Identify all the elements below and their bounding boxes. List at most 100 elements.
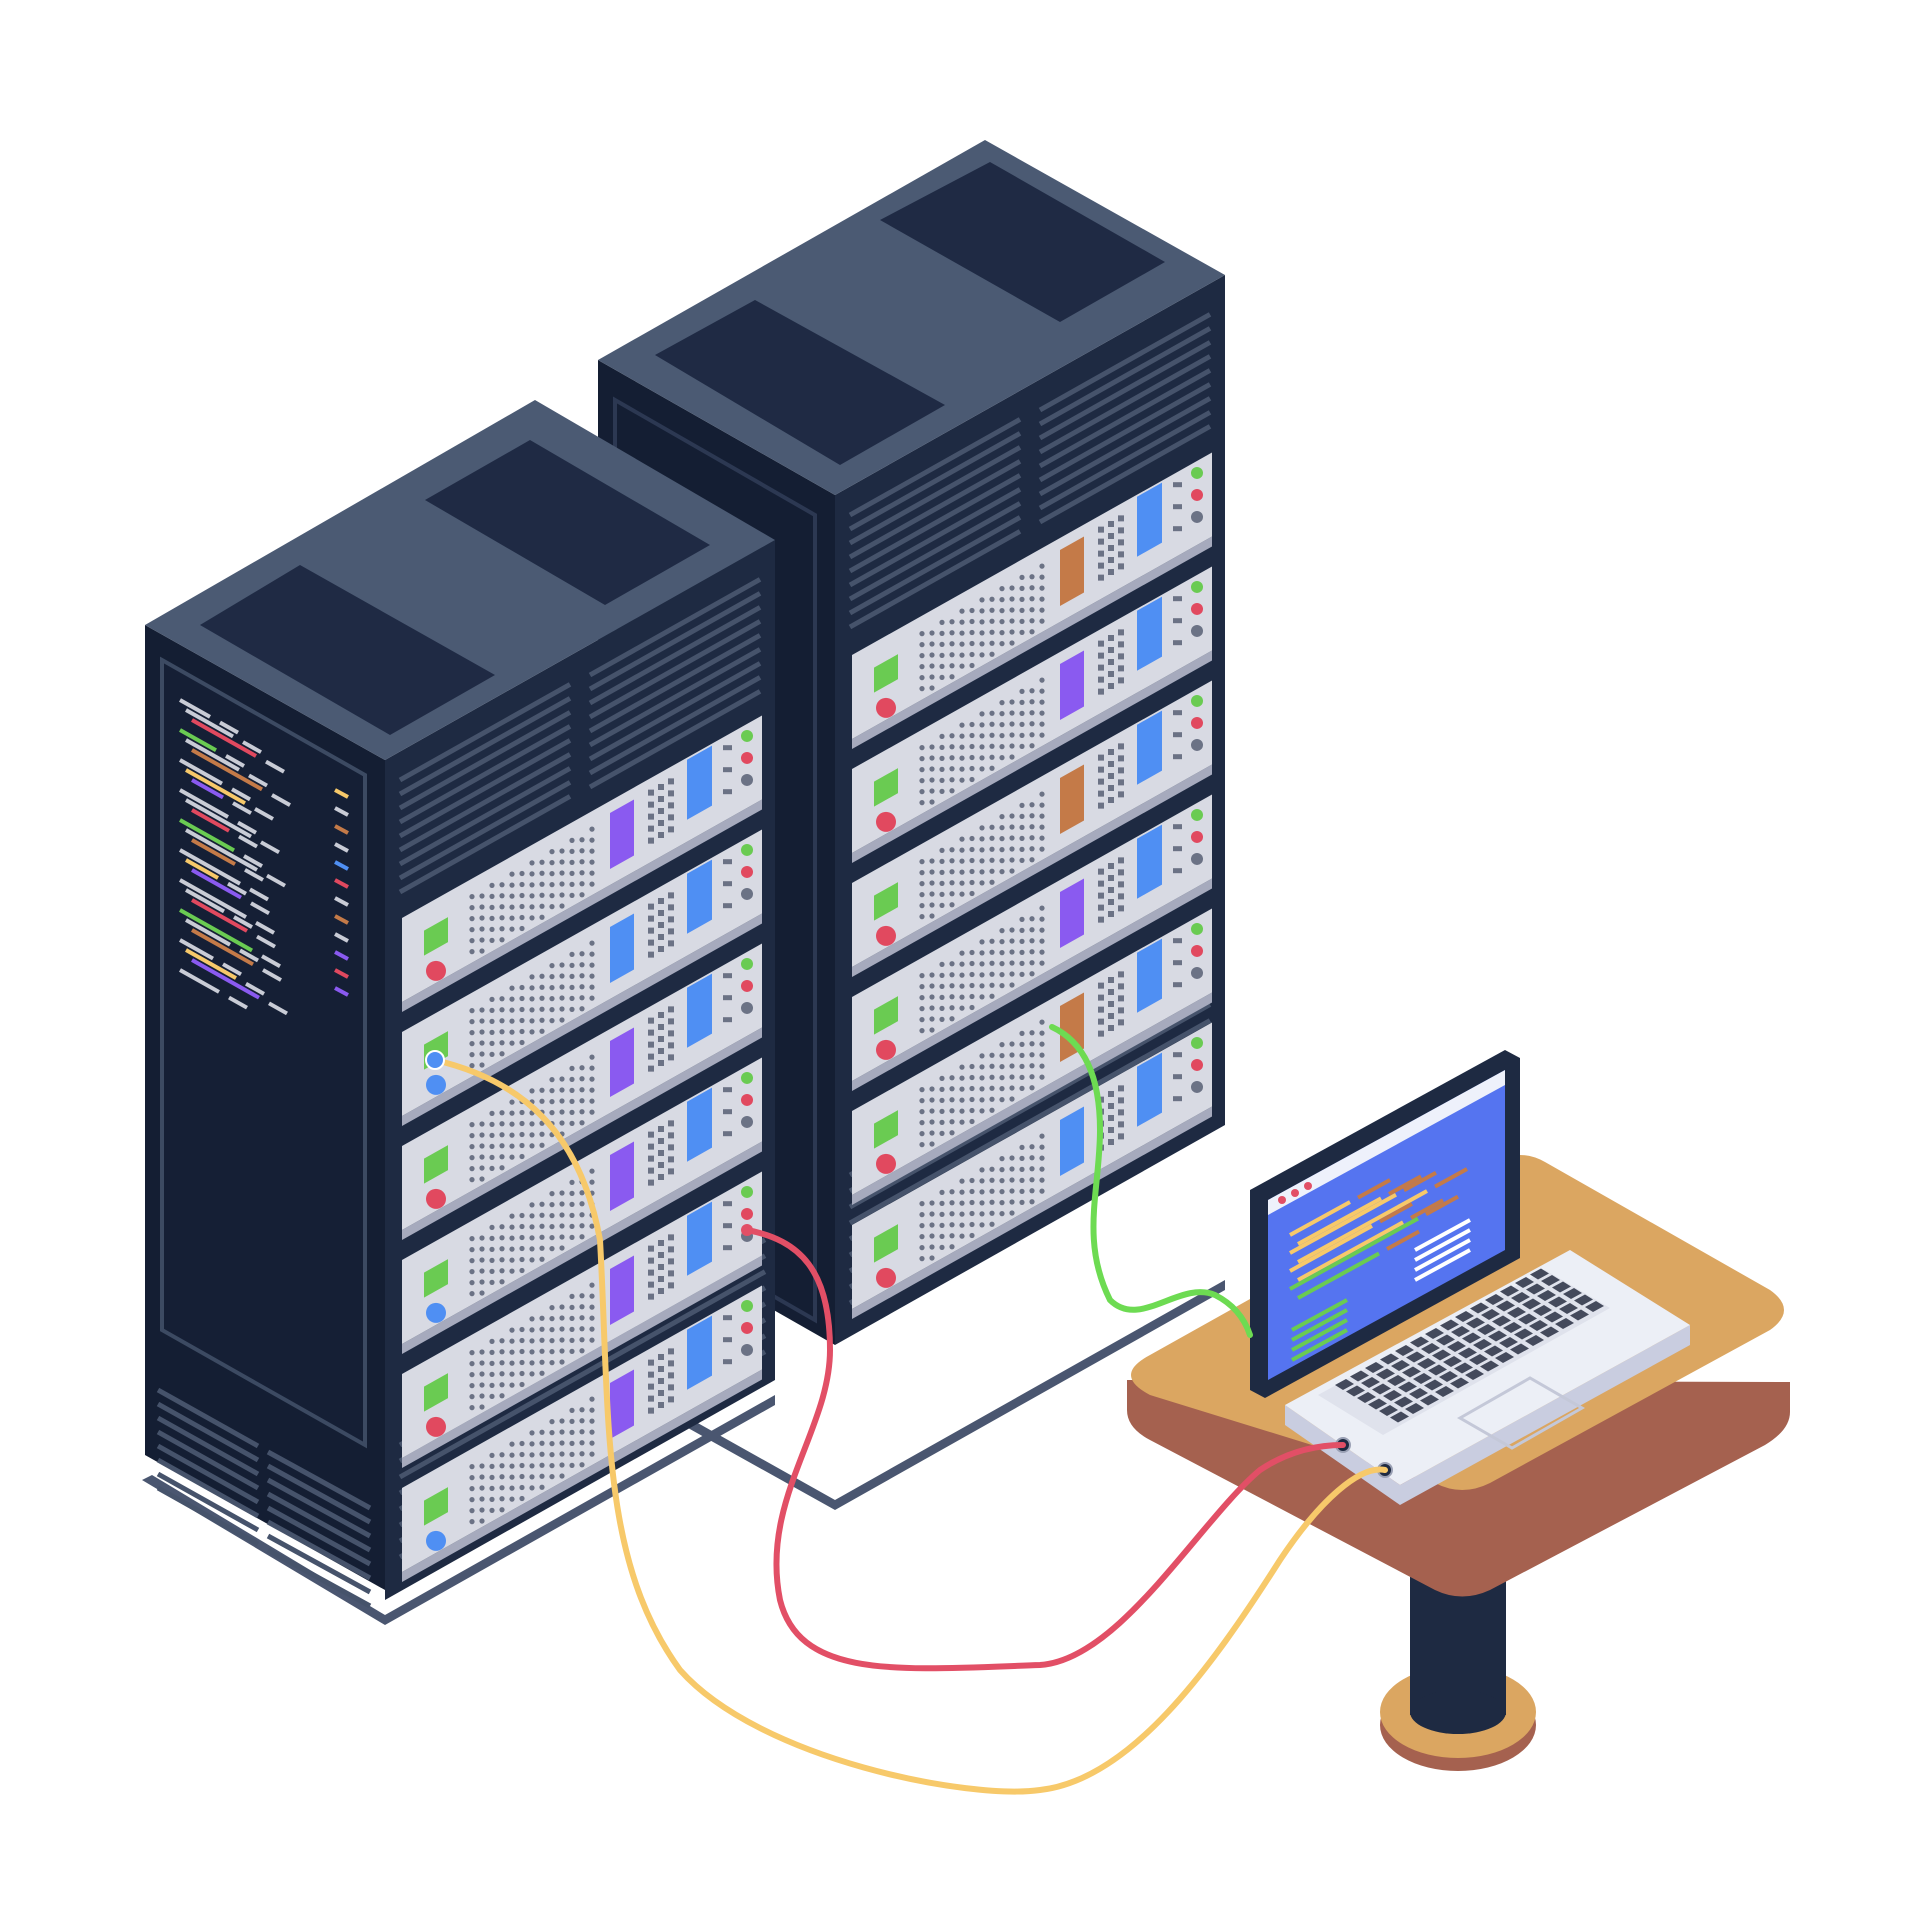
laptop-keyboard: [1335, 1268, 1604, 1423]
port-block: [1098, 982, 1104, 989]
vent-stripe: [588, 633, 762, 734]
vent-stripe: [588, 605, 762, 706]
vent-dot: [989, 1210, 995, 1216]
port-block: [1098, 550, 1104, 557]
vent-dot: [999, 939, 1005, 945]
vent-dot: [469, 1144, 475, 1150]
port-block: [1098, 754, 1104, 761]
port-block: [668, 1132, 674, 1139]
port-block: [1098, 688, 1104, 695]
code-line: [222, 962, 242, 977]
side-vent-stripe: [266, 1463, 372, 1525]
vent-dot: [949, 630, 955, 636]
vent-dot: [919, 1028, 925, 1034]
accent-panel: [610, 1369, 634, 1439]
rack-left-unit-3: [402, 943, 762, 1240]
vent-dot: [1019, 732, 1025, 738]
port-block: [1118, 791, 1124, 798]
screen-code-line: [1289, 1192, 1397, 1255]
vent-dot: [959, 1189, 965, 1195]
vent-dot: [1029, 857, 1035, 863]
port-block: [1108, 545, 1114, 551]
vent-dot: [469, 1405, 475, 1411]
vent-dot: [509, 1268, 515, 1274]
port-block: [658, 1150, 664, 1156]
vent-dot: [969, 1085, 975, 1092]
status-square: [424, 1373, 448, 1412]
vent-dot: [569, 848, 575, 854]
vent-dot: [479, 1393, 485, 1399]
code-line: [268, 1001, 288, 1016]
vent-dot: [509, 1463, 515, 1469]
vent-dot: [949, 880, 955, 886]
port-block: [1108, 773, 1114, 779]
vent-dot: [1009, 1063, 1015, 1069]
vent-dot: [479, 1029, 485, 1035]
rack-left-top-vent-1: [425, 440, 710, 605]
vent-dot: [1019, 1030, 1025, 1036]
port-block: [658, 922, 664, 928]
vent-dot: [1039, 1133, 1045, 1139]
vent-dot: [1019, 927, 1025, 933]
screen-code-line: [1414, 1228, 1471, 1262]
vent-dot: [979, 869, 985, 875]
vent-dot: [479, 1132, 485, 1138]
status-square: [874, 768, 898, 807]
vent-dot: [1029, 1052, 1035, 1058]
port-block: [658, 946, 664, 952]
keyboard-key: [1511, 1292, 1530, 1303]
port-block: [1098, 916, 1104, 923]
accent-panel: [610, 1027, 634, 1097]
vent-dot: [569, 1315, 575, 1321]
port-block: [668, 1360, 674, 1367]
indicator-dot: [741, 887, 753, 900]
vent-dot: [1029, 1074, 1035, 1080]
vent-dot: [509, 1496, 515, 1502]
vent-dot: [919, 745, 925, 751]
vent-dot: [919, 653, 925, 659]
vent-dot: [549, 974, 555, 980]
indicator-dot: [1191, 922, 1203, 935]
vent-dot: [969, 662, 975, 669]
keyboard-key: [1481, 1309, 1500, 1320]
keyboard-key: [1450, 1377, 1469, 1389]
vent-stripe: [848, 459, 1022, 560]
laptop-trackpad[interactable]: [1456, 1376, 1586, 1450]
blue-panel: [1137, 824, 1162, 899]
vent-dot: [929, 1222, 935, 1228]
keyboard-key: [1420, 1394, 1439, 1406]
code-line: [256, 934, 276, 949]
laptop[interactable]: [1250, 1050, 1690, 1505]
screen-code-line: [1357, 1178, 1391, 1200]
vent-dot: [489, 1154, 495, 1160]
vent-dot: [1009, 754, 1015, 760]
vent-dot: [959, 1119, 965, 1125]
vent-dot: [1009, 1052, 1015, 1058]
vent-dot: [969, 1118, 975, 1125]
vent-dot: [949, 744, 955, 750]
port-block: [668, 1042, 674, 1049]
vent-dot: [589, 1315, 595, 1321]
vent-dot: [549, 1338, 555, 1344]
vent-dot: [509, 1349, 515, 1355]
vent-dot: [939, 744, 945, 750]
vent-dot: [509, 996, 515, 1002]
vent-dot: [469, 1372, 475, 1378]
vent-dot: [1039, 574, 1045, 580]
vent-dot: [489, 1007, 495, 1013]
vent-dot: [999, 972, 1005, 978]
vent-dot: [1029, 618, 1035, 624]
vent-dot: [969, 1063, 975, 1070]
vent-dot: [509, 1143, 515, 1149]
unit-lip: [402, 913, 762, 1126]
screen-code-line: [1414, 1248, 1471, 1282]
vent-dot: [519, 1131, 525, 1138]
vent-dot: [1029, 699, 1035, 705]
indicator-dot: [1191, 602, 1203, 615]
vent-dot: [959, 608, 965, 614]
blue-panel: [1137, 596, 1162, 671]
vent-dot: [989, 1107, 995, 1113]
vent-dot: [509, 1382, 515, 1388]
keyboard-key: [1376, 1368, 1395, 1380]
vent-dot: [989, 993, 995, 999]
